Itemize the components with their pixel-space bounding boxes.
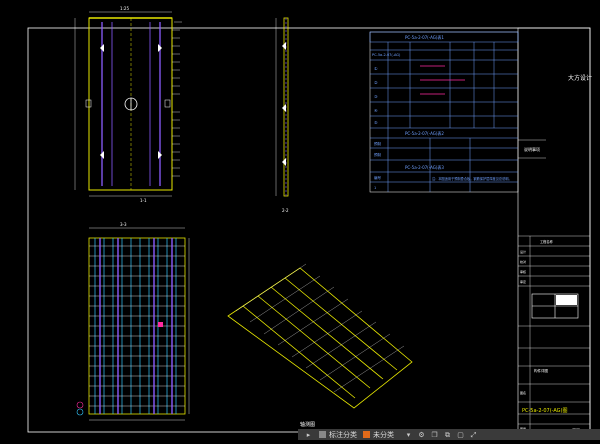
svg-text:PC-5a-2-07(-AG)表1: PC-5a-2-07(-AG)表1 — [405, 34, 444, 40]
side-view: 2-2 — [275, 17, 289, 213]
svg-text:③: ③ — [374, 94, 378, 99]
svg-text:轴测图: 轴测图 — [300, 421, 315, 428]
window-icon[interactable]: ▢ — [457, 430, 464, 439]
svg-text:1:25: 1:25 — [120, 6, 129, 11]
svg-text:2-2: 2-2 — [282, 208, 289, 213]
cursor-icon[interactable]: ▸ — [306, 430, 311, 439]
svg-text:注：本图适用于预制叠合板，钢筋保护层厚度见总说明。: 注：本图适用于预制叠合板，钢筋保护层厚度见总说明。 — [432, 176, 512, 181]
svg-text:大方设计: 大方设计 — [568, 74, 592, 82]
data-tables: PC-5a-2-07(-AG)表1 PC-5a-2-07(-AG)表2 PC-5… — [369, 31, 546, 193]
svg-text:PC-5a-2-07(-AG)图: PC-5a-2-07(-AG)图 — [522, 408, 568, 414]
svg-text:PC-5a-2-07(-AG): PC-5a-2-07(-AG) — [372, 53, 401, 57]
svg-text:审定: 审定 — [520, 279, 526, 284]
dropdown-arrow-icon[interactable]: ▾ — [406, 430, 411, 439]
svg-text:构件详图: 构件详图 — [534, 368, 548, 373]
tag-icon — [319, 431, 326, 438]
svg-text:预制: 预制 — [374, 152, 382, 157]
plan-view: 1:25 1-1 — [74, 6, 182, 203]
svg-text:PC-5a-2-07(-AG)表2: PC-5a-2-07(-AG)表2 — [405, 130, 444, 136]
uncategorized-swatch-icon — [363, 431, 370, 438]
axonometric-view: 轴测图 — [227, 263, 413, 428]
status-toolbar: ▸ 标注分类 未分类 ▾ ⚙ ❐ ⧉ ▢ ⤢ — [298, 429, 600, 440]
tag-category-label: 标注分类 — [329, 430, 357, 439]
svg-text:PC-5a-2-07(-AG)表3: PC-5a-2-07(-AG)表3 — [405, 164, 444, 170]
expand-icon[interactable]: ⤢ — [470, 430, 477, 439]
svg-text:图名: 图名 — [520, 390, 526, 395]
uncategorized-label: 未分类 — [373, 430, 394, 439]
svg-text:②: ② — [374, 80, 378, 85]
svg-text:工程名称: 工程名称 — [540, 239, 554, 244]
svg-text:①: ① — [374, 66, 378, 71]
svg-text:校对: 校对 — [520, 259, 526, 264]
layers-icon[interactable]: ⧉ — [445, 430, 450, 439]
svg-text:⑤: ⑤ — [374, 120, 378, 125]
tag-category-button[interactable]: 标注分类 — [319, 430, 357, 440]
svg-text:1: 1 — [374, 186, 376, 190]
title-strip — [517, 27, 591, 433]
svg-text:说明事项: 说明事项 — [524, 146, 540, 152]
svg-text:3-3: 3-3 — [120, 222, 127, 227]
svg-text:1-1: 1-1 — [140, 198, 147, 203]
title-block: 大方设计 工程名称 设计 校对 审核 审定 构件详图 图名 PC-5a-2-07… — [518, 74, 592, 432]
svg-text:图号: 图号 — [520, 426, 526, 431]
svg-text:④: ④ — [374, 108, 378, 113]
gear-icon[interactable]: ⚙ — [418, 430, 425, 439]
uncategorized-button[interactable]: 未分类 — [363, 430, 394, 440]
svg-text:预制: 预制 — [374, 141, 382, 146]
rebar-plan-view: 3-3 — [76, 222, 190, 421]
svg-text:审核: 审核 — [520, 269, 526, 274]
svg-text:编号: 编号 — [374, 175, 382, 180]
copy-icon[interactable]: ❐ — [431, 430, 438, 439]
svg-text:设计: 设计 — [520, 249, 526, 254]
